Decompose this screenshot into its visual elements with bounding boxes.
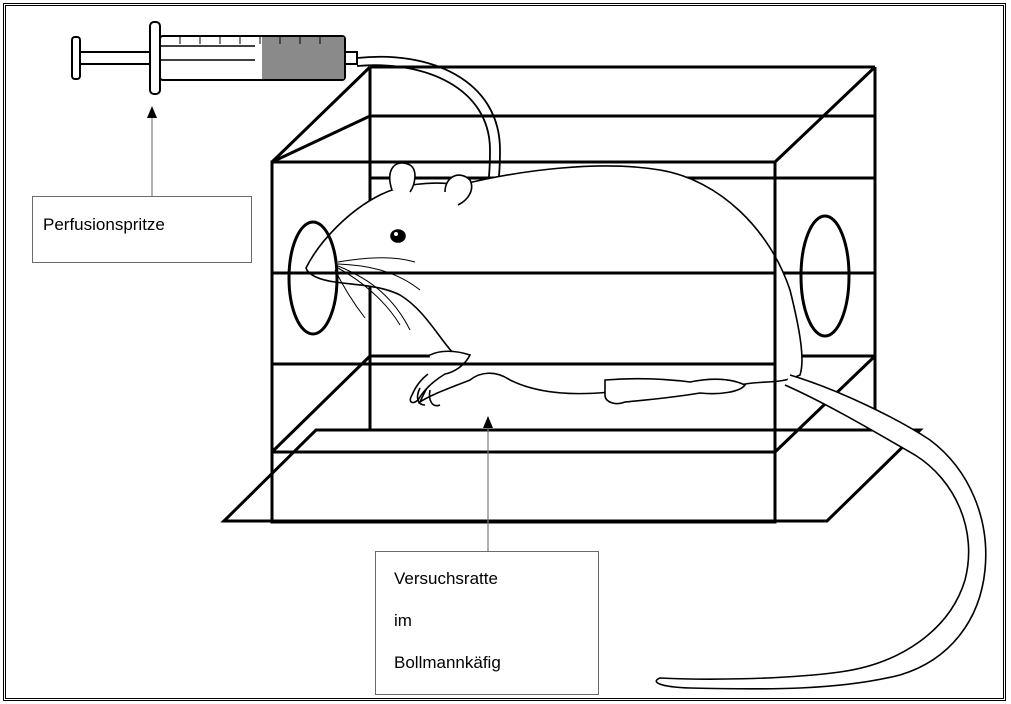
syringe-label: Perfusionspritze	[43, 215, 165, 234]
syringe-pointer-arrow	[147, 106, 157, 118]
cage-floor	[224, 430, 920, 521]
rat-label-box: Versuchsratte im Bollmannkäfig	[375, 551, 599, 695]
syringe-label-box: Perfusionspritze	[32, 196, 252, 263]
rat-label-line-1: Versuchsratte	[394, 566, 598, 608]
rat-label-line-3: Bollmannkäfig	[394, 650, 598, 692]
rat-pointer-arrow	[483, 416, 493, 428]
rat-label-line-2: im	[394, 608, 598, 650]
cage-opening-right	[801, 216, 849, 336]
